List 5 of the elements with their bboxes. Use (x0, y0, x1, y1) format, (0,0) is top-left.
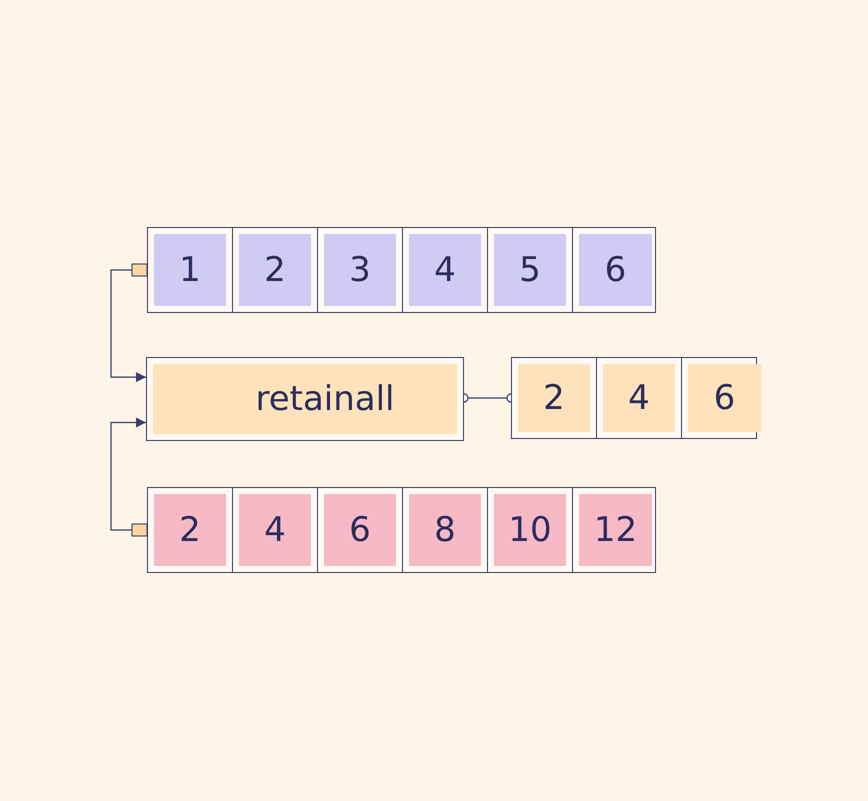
array-box (147, 227, 656, 313)
method-box: retainall (146, 357, 464, 441)
array-box (147, 487, 656, 573)
arrow (110, 264, 148, 382)
arrow (110, 418, 148, 536)
